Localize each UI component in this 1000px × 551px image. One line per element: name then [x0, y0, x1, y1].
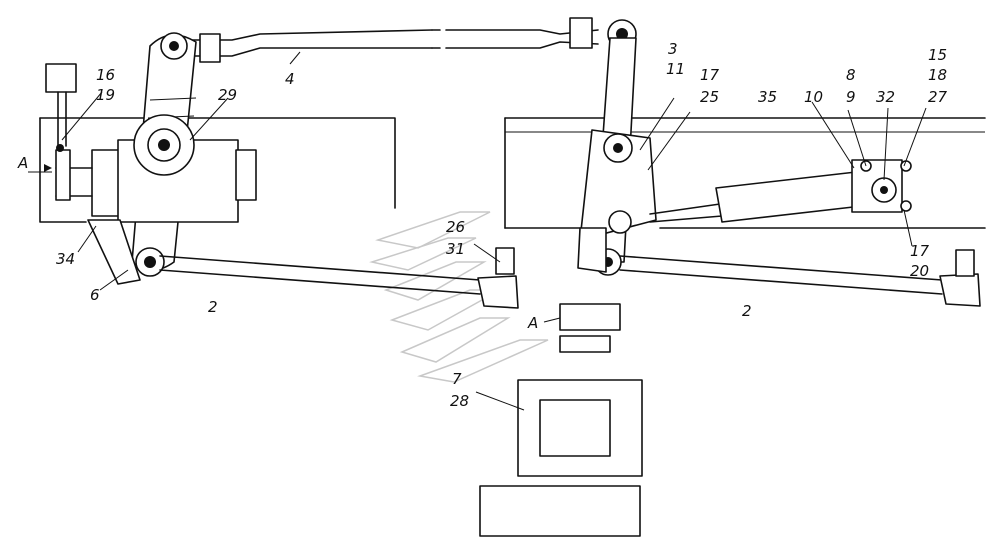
label-31: 31 — [446, 240, 465, 258]
view-a-arrow-icon — [44, 164, 52, 172]
leader-lines — [28, 51, 927, 411]
label-20: 20 — [910, 262, 929, 280]
label-16: 16 — [96, 66, 115, 84]
part-number-labels: 16 19 29 4 3 11 17 25 35 10 8 9 32 15 18… — [17, 40, 948, 410]
label-view-a-detail: A — [527, 314, 538, 332]
drag-link — [187, 17, 637, 63]
steering-gear — [55, 114, 257, 285]
label-2-left: 2 — [208, 298, 218, 316]
watermark — [369, 211, 549, 383]
label-8: 8 — [846, 66, 856, 84]
label-17-top: 17 — [700, 66, 720, 84]
label-7: 7 — [452, 370, 462, 388]
label-27: 27 — [928, 88, 948, 106]
steering-shaft — [45, 63, 77, 152]
label-29: 29 — [218, 86, 237, 104]
label-9: 9 — [846, 88, 856, 106]
label-17-bottom: 17 — [910, 242, 930, 260]
label-35: 35 — [758, 88, 777, 106]
label-19: 19 — [96, 86, 115, 104]
power-cylinder — [649, 159, 912, 223]
label-32: 32 — [876, 88, 895, 106]
label-18: 18 — [928, 66, 947, 84]
label-15: 15 — [928, 46, 947, 64]
label-25: 25 — [700, 88, 719, 106]
label-28: 28 — [450, 392, 469, 410]
label-10: 10 — [804, 88, 823, 106]
frame-rails — [39, 117, 986, 229]
tie-rod-right — [619, 249, 981, 307]
label-4: 4 — [285, 70, 295, 88]
view-a-detail — [479, 303, 643, 537]
label-34: 34 — [56, 250, 75, 268]
label-view-a-arrow: A — [17, 154, 28, 172]
label-3: 3 — [668, 40, 678, 58]
tie-rod-left — [159, 247, 519, 309]
label-26: 26 — [446, 218, 465, 236]
label-6: 6 — [90, 286, 100, 304]
label-11: 11 — [666, 60, 685, 78]
idler-arm — [577, 37, 657, 276]
label-2-right: 2 — [742, 302, 752, 320]
